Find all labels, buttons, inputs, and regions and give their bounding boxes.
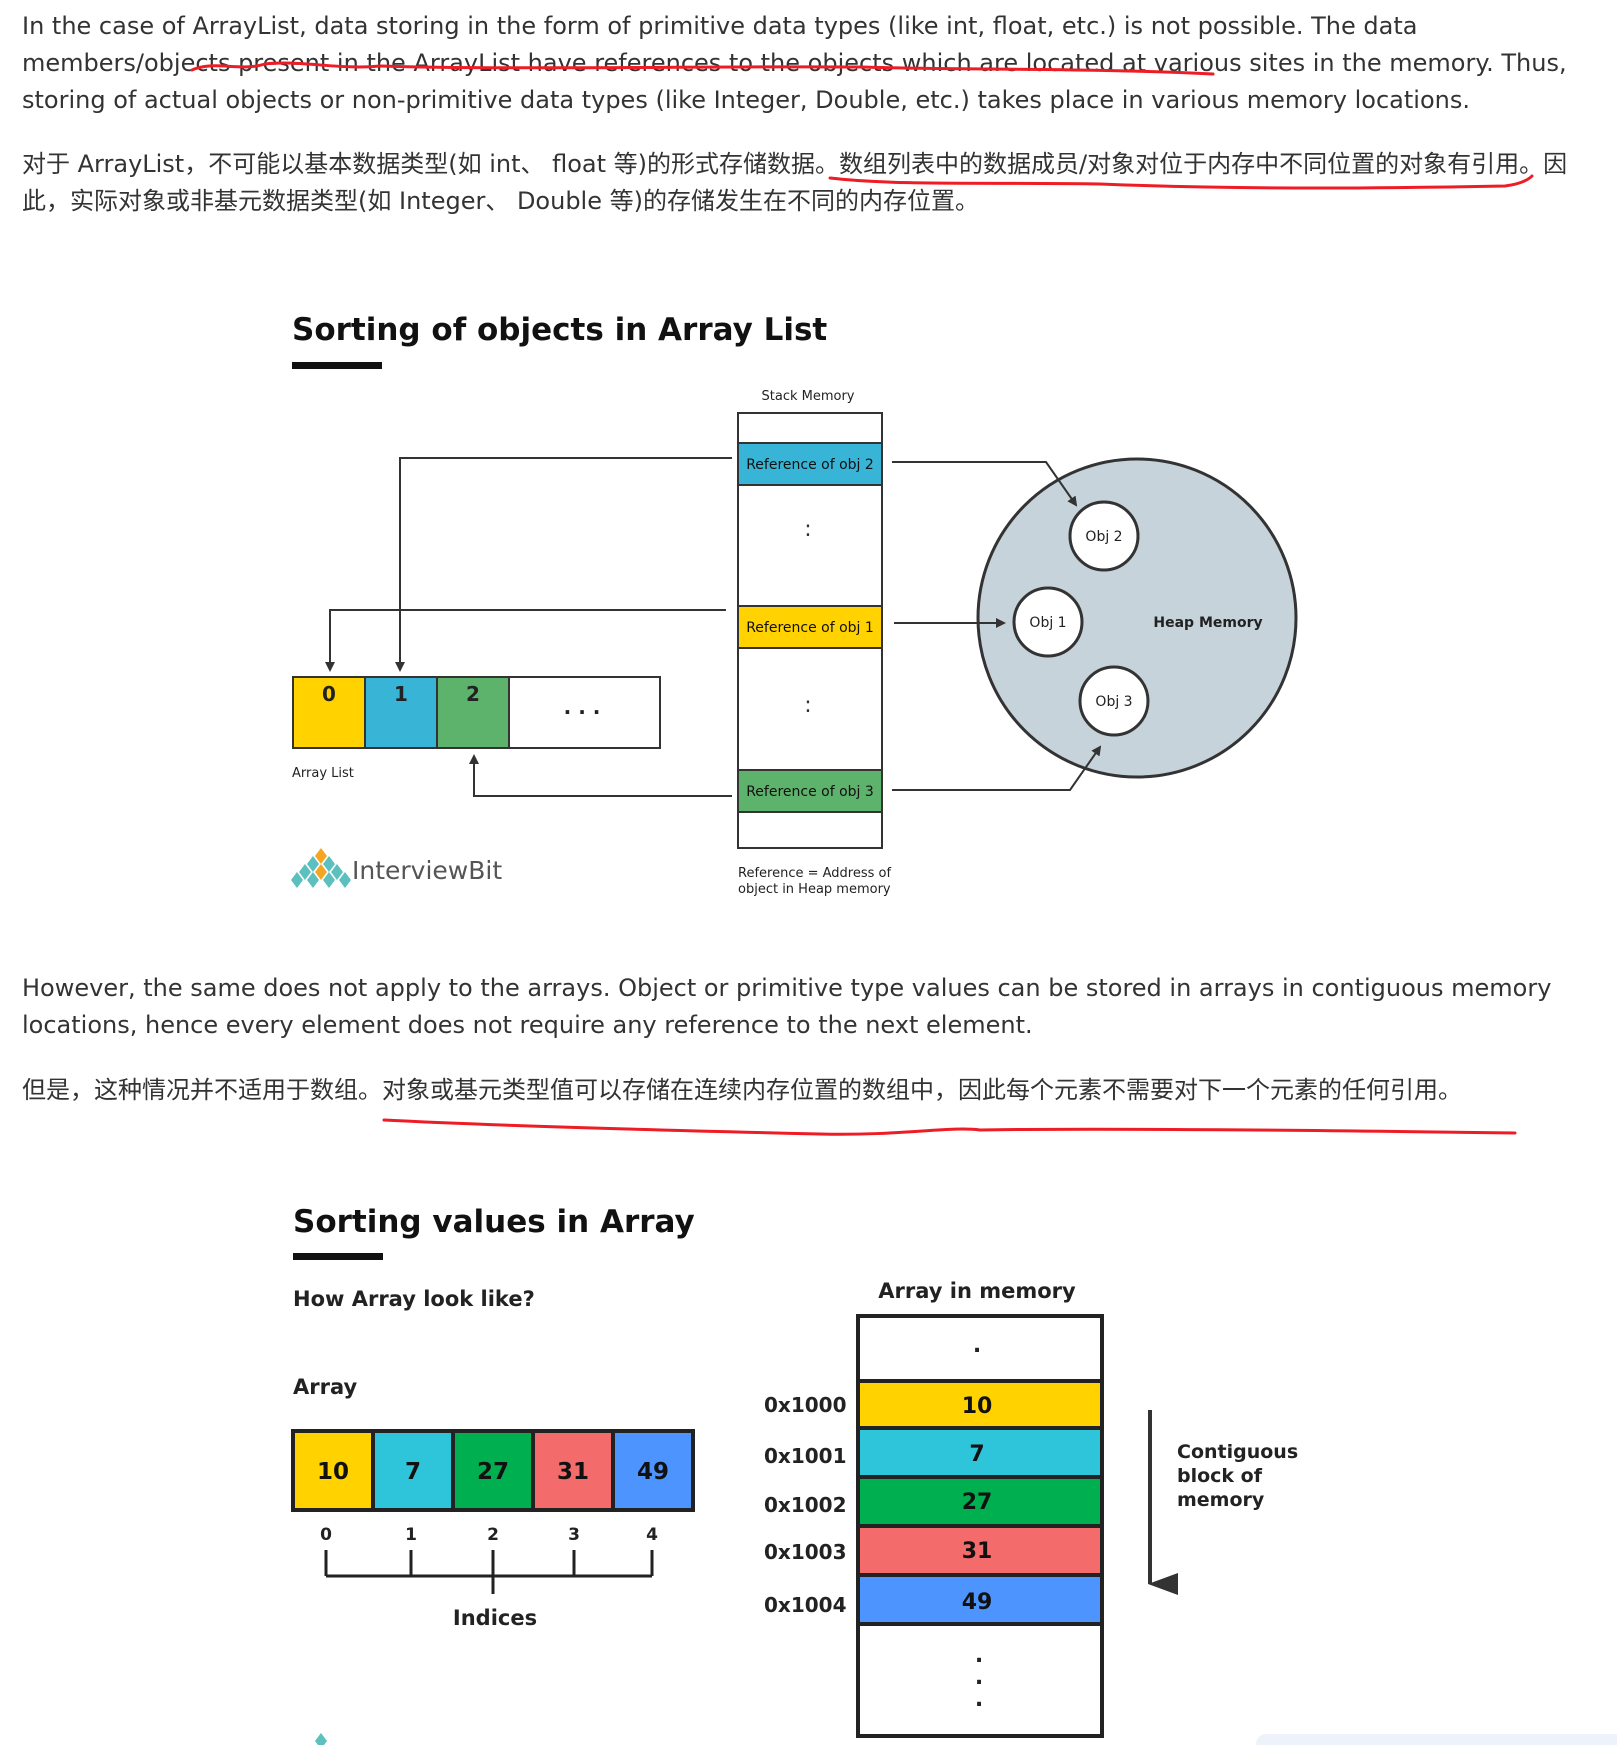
floating-panel-edge	[1256, 1734, 1617, 1745]
array-value-1: 7	[405, 1459, 421, 1485]
address-0: 0x1000	[764, 1393, 846, 1417]
logo-fragment-icon	[315, 1733, 327, 1745]
stack-ref-obj2	[737, 442, 883, 486]
heap-obj1	[1012, 586, 1084, 658]
memory-value-4: 49	[962, 1590, 993, 1615]
stack-ref-obj3-label: Reference of obj 3	[746, 784, 874, 800]
figure1-title-underline	[292, 362, 382, 369]
stack-ref-obj2-label: Reference of obj 2	[746, 457, 874, 473]
heap-obj2-label: Obj 2	[1085, 529, 1122, 545]
paragraph-arraylist-en: In the case of ArrayList, data storing i…	[22, 12, 1567, 114]
paragraph-arraylist-zh: 对于 ArrayList，不可能以基本数据类型(如 int、 float 等)的…	[22, 150, 1568, 215]
arraylist-rest-ellipsis: . . .	[564, 695, 601, 719]
array-cell-4	[611, 1429, 695, 1512]
paragraph-array-zh: 但是，这种情况并不适用于数组。对象或基元类型值可以存储在连续内存位置的数组中，因…	[22, 1076, 1462, 1104]
stack-ref-obj1-label: Reference of obj 1	[746, 620, 874, 636]
red-underline-3	[382, 1118, 1517, 1136]
arraylist-cell-1	[364, 676, 438, 749]
figure-arraylist-diagram: Sorting of objects in Array List Stack M…	[291, 312, 1298, 897]
reference-footnote-line1: Reference = Address of	[738, 866, 891, 881]
arraylist-label: Array List	[292, 766, 354, 781]
reference-footnote-line2: object in Heap memory	[738, 882, 891, 897]
memory-dot-bottom-3: .	[975, 1687, 983, 1712]
address-2: 0x1002	[764, 1493, 846, 1517]
arrow-ref3-to-obj3	[892, 745, 1102, 791]
stack-ref-obj3	[737, 769, 883, 813]
figure1-title: Sorting of objects in Array List	[292, 312, 827, 348]
arraylist-index-1: 1	[394, 682, 408, 706]
address-4: 0x1004	[764, 1593, 846, 1617]
array-value-4: 49	[637, 1459, 669, 1485]
memory-value-0: 10	[962, 1394, 993, 1419]
heap-obj2	[1068, 500, 1140, 572]
array-value-3: 31	[557, 1459, 589, 1485]
index-1: 1	[405, 1525, 417, 1545]
interviewbit-logo-text: InterviewBit	[352, 856, 502, 885]
memory-dot-bottom-2: .	[975, 1665, 983, 1690]
arrow-obj1-to-index0	[325, 609, 726, 672]
memory-cell-4	[856, 1573, 1104, 1626]
contiguous-label-line1: Contiguous	[1177, 1441, 1298, 1463]
memory-dot-top: .	[973, 1333, 981, 1358]
arraylist-index-0: 0	[322, 682, 336, 706]
stack-memory-label: Stack Memory	[762, 389, 855, 404]
index-4: 4	[646, 1525, 658, 1545]
memory-dot-bottom-1: .	[975, 1643, 983, 1668]
indices-label: Indices	[453, 1606, 537, 1630]
arraylist-index-2: 2	[466, 682, 480, 706]
memory-value-1: 7	[969, 1442, 984, 1467]
figure-array-diagram: Sorting values in Array How Array look l…	[291, 1204, 1298, 1745]
figure2-subtitle: How Array look like?	[293, 1287, 535, 1311]
stack-ellipsis-2: :	[804, 693, 811, 718]
arraylist-cell-rest	[508, 676, 661, 749]
memory-value-2: 27	[962, 1490, 993, 1515]
arraylist-cell-0	[292, 676, 366, 749]
paragraph-array-en: However, the same does not apply to the …	[22, 974, 1552, 1039]
heap-obj1-label: Obj 1	[1029, 615, 1066, 631]
stack-ellipsis-1: :	[804, 517, 811, 542]
index-2: 2	[487, 1525, 499, 1545]
array-value-0: 10	[317, 1459, 349, 1485]
memory-value-3: 31	[962, 1539, 993, 1564]
memory-title: Array in memory	[878, 1279, 1076, 1303]
arrow-obj3-to-index2	[469, 754, 732, 797]
arrow-ref2-to-obj2	[892, 461, 1078, 507]
address-1: 0x1001	[764, 1444, 846, 1468]
array-label: Array	[293, 1375, 357, 1399]
memory-cell-3	[856, 1524, 1104, 1577]
heap-obj3	[1078, 665, 1150, 737]
contiguous-label-line2: block of	[1177, 1465, 1263, 1487]
memory-cell-1	[856, 1426, 1104, 1479]
heap-obj3-label: Obj 3	[1095, 694, 1132, 710]
indices-bracket	[324, 1550, 654, 1594]
index-0: 0	[320, 1525, 332, 1545]
arraylist-cell-2	[436, 676, 510, 749]
contiguous-label-line3: memory	[1177, 1489, 1265, 1511]
arrow-obj2-to-index1	[395, 457, 732, 672]
interviewbit-logo: InterviewBit	[291, 848, 502, 888]
index-3: 3	[568, 1525, 580, 1545]
heap-memory-circle	[976, 457, 1298, 779]
figure2-title: Sorting values in Array	[293, 1204, 695, 1240]
address-3: 0x1003	[764, 1540, 846, 1564]
figure2-title-underline	[293, 1253, 383, 1260]
array-value-2: 27	[477, 1459, 509, 1485]
array-cell-3	[531, 1429, 615, 1512]
heap-memory-label: Heap Memory	[1153, 615, 1262, 631]
stack-ref-obj1	[737, 605, 883, 649]
